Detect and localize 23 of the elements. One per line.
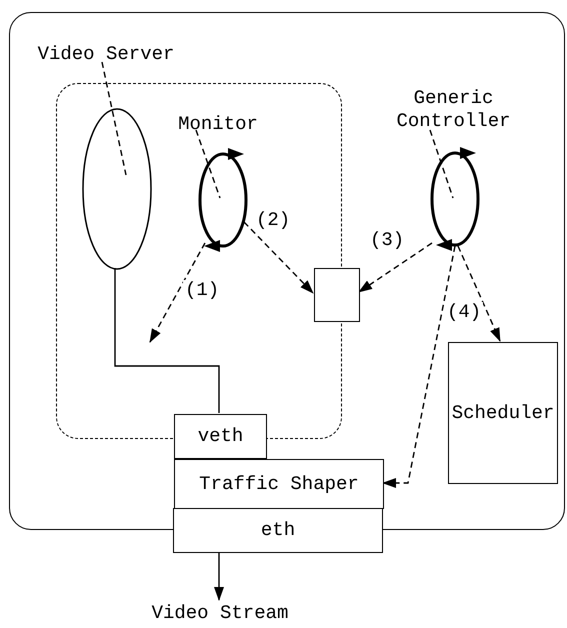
arrow: [382, 246, 456, 488]
leader-line: [429, 130, 454, 198]
leader-line: [101, 62, 127, 176]
component-label: eth: [260, 519, 296, 542]
arrow: [244, 222, 314, 294]
arrow: [457, 246, 501, 342]
connector-line: [114, 268, 220, 413]
component-label: Traffic Shaper: [199, 472, 359, 496]
arrow: [214, 553, 224, 601]
component-box: [173, 508, 383, 553]
component-box: [448, 342, 558, 484]
arrow: [358, 242, 432, 293]
node-label: Video Server: [38, 42, 174, 66]
component-box: [174, 459, 384, 509]
component-label: veth: [198, 425, 244, 448]
node-label: Monitor: [178, 112, 258, 136]
leader-line: [195, 130, 221, 198]
component-label: Scheduler: [452, 402, 554, 424]
arrow: [149, 242, 206, 343]
node-label: Generic Controller: [395, 87, 512, 133]
node-label: Video Stream: [152, 602, 288, 624]
component-box: [174, 414, 267, 459]
component-box: [314, 268, 360, 322]
